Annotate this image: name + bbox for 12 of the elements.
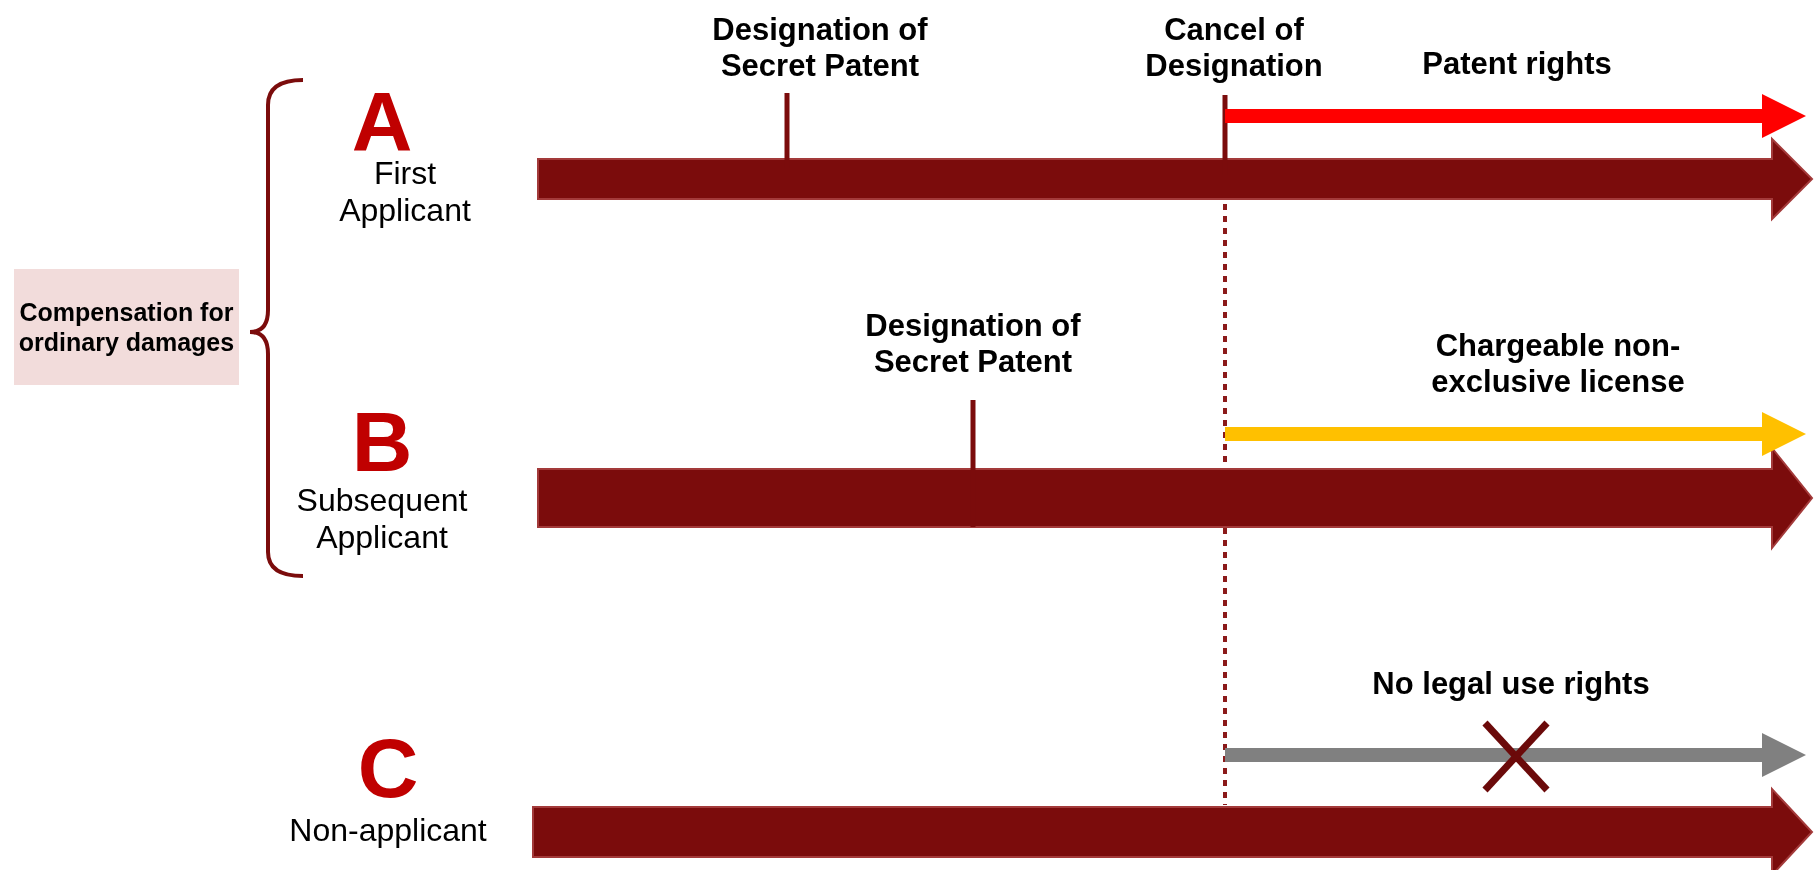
arrow-label: Chargeable non-exclusive license: [1430, 328, 1686, 400]
row-label: Subsequent Applicant: [295, 482, 469, 556]
note-box: [14, 269, 239, 385]
row-letter: B: [351, 400, 413, 484]
arrow-label: Patent rights: [1422, 46, 1612, 82]
event-label: Designation of Secret Patent: [711, 12, 929, 84]
box-label: Compensation for ordinary damages: [17, 297, 236, 357]
event-label: Designation of Secret Patent: [864, 308, 1082, 380]
arrow-label: No legal use rights: [1372, 666, 1650, 702]
row-letter: C: [357, 726, 419, 810]
event-label: Cancel of Designation: [1144, 12, 1324, 84]
row-label: Non-applicant: [289, 812, 487, 849]
